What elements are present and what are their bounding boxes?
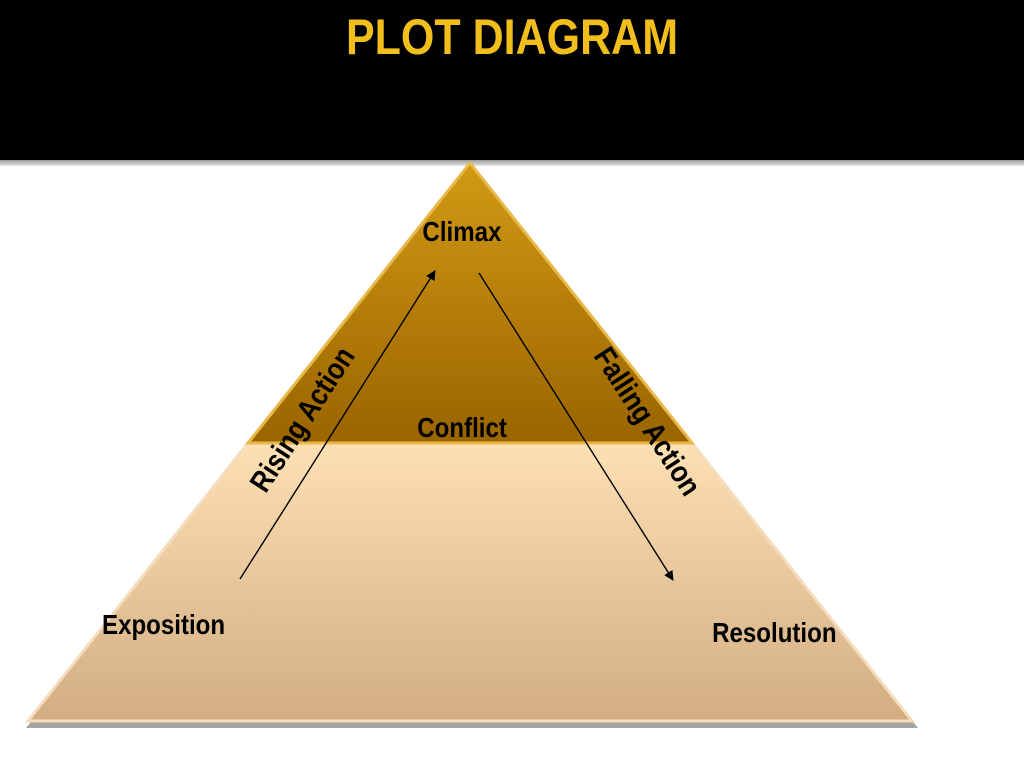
slide-title: PLOT DIAGRAM bbox=[345, 9, 679, 65]
pyramid-top-band bbox=[244, 160, 696, 445]
exposition-label: Exposition bbox=[102, 609, 226, 640]
title-bar bbox=[0, 0, 1024, 160]
rising-action-arrow bbox=[239, 270, 436, 580]
pyramid-base-band bbox=[24, 441, 916, 723]
resolution-label: Resolution bbox=[712, 617, 837, 648]
conflict-label: Conflict bbox=[417, 412, 507, 443]
climax-label: Climax bbox=[422, 216, 502, 247]
title-divider bbox=[0, 160, 1024, 166]
falling-action-arrow bbox=[478, 272, 674, 581]
